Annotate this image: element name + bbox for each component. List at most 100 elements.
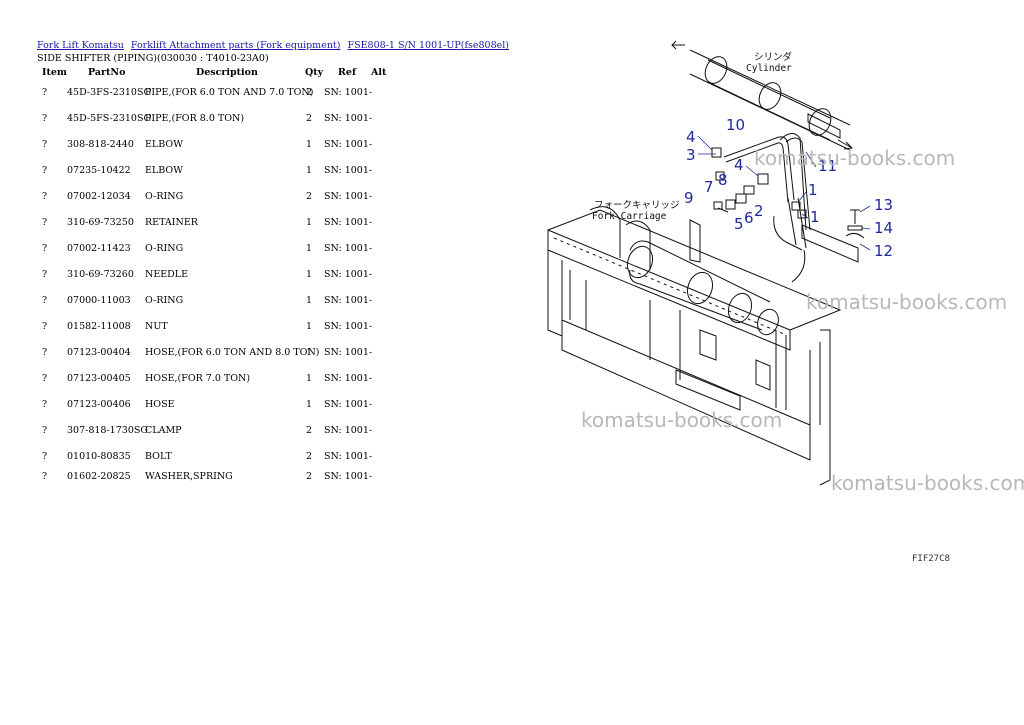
row-description: O-RING: [145, 243, 184, 254]
row-item: ?: [42, 217, 48, 228]
row-description: RETAINER: [145, 217, 198, 228]
arrow-icon: [671, 40, 685, 50]
row-ref: SN: 1001-: [324, 399, 373, 410]
row-description: HOSE,(FOR 6.0 TON AND 8.0 TON): [145, 347, 320, 358]
column-header-description: Description: [196, 67, 258, 78]
callout-7: 7: [704, 178, 714, 196]
column-header-ref: Ref: [338, 67, 357, 78]
breadcrumb: Fork Lift Komatsu Forklift Attachment pa…: [37, 40, 513, 51]
callout-5: 5: [734, 215, 744, 233]
row-description: NUT: [145, 321, 168, 332]
row-partno: 07123-00404: [67, 347, 131, 358]
breadcrumb-link-forklift-attachment-parts[interactable]: Forklift Attachment parts (Fork equipmen…: [130, 40, 341, 51]
row-description: HOSE: [145, 399, 175, 410]
label-carriage: Fork Carriage: [592, 211, 667, 222]
column-header-qty: Qty: [305, 67, 324, 78]
row-qty: 1: [306, 373, 313, 384]
row-item: ?: [42, 321, 48, 332]
row-description: O-RING: [145, 191, 184, 202]
watermark: komatsu-books.com: [581, 408, 783, 432]
row-ref: SN: 1001-: [324, 139, 373, 150]
row-item: ?: [42, 471, 48, 482]
watermark: komatsu-books.com: [754, 146, 956, 170]
row-ref: SN: 1001-: [324, 471, 373, 482]
callout-11: 11: [818, 157, 837, 175]
row-ref: SN: 1001-: [324, 217, 373, 228]
row-item: ?: [42, 347, 48, 358]
callout-2: 2: [754, 202, 764, 220]
row-description: BOLT: [145, 451, 172, 462]
breadcrumb-link-fork-lift-komatsu[interactable]: Fork Lift Komatsu: [37, 40, 124, 51]
callout-1: 1: [808, 181, 818, 199]
row-item: ?: [42, 295, 48, 306]
row-item: ?: [42, 243, 48, 254]
row-qty: 1: [306, 295, 313, 306]
row-item: ?: [42, 139, 48, 150]
row-qty: 2: [306, 191, 313, 202]
row-ref: SN: 1001-: [324, 321, 373, 332]
callout-4-second: 4: [734, 156, 744, 174]
callout-12: 12: [874, 242, 893, 260]
row-item: ?: [42, 373, 48, 384]
row-partno: 308-818-2440: [67, 139, 134, 150]
row-item: ?: [42, 113, 48, 124]
row-qty: 2: [306, 471, 313, 482]
row-ref: SN: 1001-: [324, 425, 373, 436]
row-description: WASHER,SPRING: [145, 471, 233, 482]
row-qty: 1: [306, 269, 313, 280]
column-header-alt: Alt: [371, 67, 387, 78]
watermark: komatsu-books.com: [806, 290, 1008, 314]
row-qty: 1: [306, 347, 313, 358]
callout-8: 8: [718, 171, 728, 189]
row-description: O-RING: [145, 295, 184, 306]
row-ref: SN: 1001-: [324, 451, 373, 462]
row-item: ?: [42, 399, 48, 410]
row-partno: 07123-00405: [67, 373, 131, 384]
row-ref: SN: 1001-: [324, 113, 373, 124]
row-qty: 2: [306, 113, 313, 124]
row-partno: 07235-10422: [67, 165, 131, 176]
column-header-partno: PartNo: [88, 67, 126, 78]
row-partno: 310-69-73250: [67, 217, 134, 228]
row-ref: SN: 1001-: [324, 165, 373, 176]
row-item: ?: [42, 191, 48, 202]
row-ref: SN: 1001-: [324, 87, 373, 98]
row-qty: 2: [306, 425, 313, 436]
callout-3: 3: [686, 146, 696, 164]
breadcrumb-link-fse808[interactable]: FSE808-1 S/N 1001-UP(fse808el): [347, 40, 510, 51]
callout-6: 6: [744, 209, 754, 227]
callout-10: 10: [726, 116, 745, 134]
row-qty: 1: [306, 321, 313, 332]
parts-diagram: 1 1 2 3 4 4 5 6 7 8 9 10 11 12 13 14 シリン…: [547, 40, 893, 486]
row-partno: 01010-80835: [67, 451, 131, 462]
label-cylinder: Cylinder: [746, 63, 792, 74]
row-partno: 01582-11008: [67, 321, 131, 332]
row-partno: 07002-12034: [67, 191, 131, 202]
row-qty: 1: [306, 243, 313, 254]
row-ref: SN: 1001-: [324, 269, 373, 280]
row-description: CLAMP: [145, 425, 182, 436]
row-partno: 45D-5FS-2310SG: [67, 113, 152, 124]
row-ref: SN: 1001-: [324, 295, 373, 306]
row-partno: 07000-11003: [67, 295, 131, 306]
row-item: ?: [42, 451, 48, 462]
row-partno: 07123-00406: [67, 399, 131, 410]
row-description: HOSE,(FOR 7.0 TON): [145, 373, 251, 384]
row-item: ?: [42, 425, 48, 436]
row-qty: 2: [306, 87, 313, 98]
row-qty: 1: [306, 217, 313, 228]
watermark: komatsu-books.com: [831, 471, 1024, 495]
row-description: ELBOW: [145, 139, 183, 150]
row-partno: 310-69-73260: [67, 269, 134, 280]
row-qty: 1: [306, 165, 313, 176]
row-description: PIPE,(FOR 6.0 TON AND 7.0 TON): [145, 87, 314, 98]
label-cylinder-jp: シリンダ: [754, 51, 793, 63]
callout-1-lower: 1: [810, 208, 820, 226]
row-partno: 01602-20825: [67, 471, 131, 482]
callout-13: 13: [874, 196, 893, 214]
column-header-item: Item: [42, 67, 67, 78]
row-partno: 07002-11423: [67, 243, 131, 254]
row-description: NEEDLE: [145, 269, 189, 280]
row-qty: 2: [306, 451, 313, 462]
row-description: ELBOW: [145, 165, 183, 176]
